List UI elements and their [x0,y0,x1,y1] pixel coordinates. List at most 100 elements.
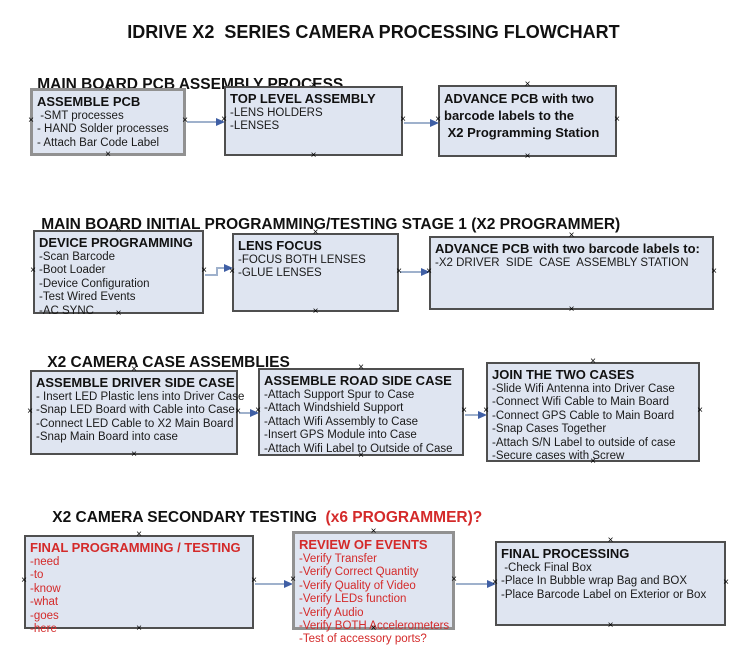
flow-box-assemble-pcb[interactable]: ASSEMBLE PCB -SMT processes - HAND Solde… [28,84,188,160]
connector-handle[interactable]: × [105,149,111,160]
connector-handle[interactable]: × [312,227,319,238]
step-item: -Attach Wifi Label to Outside of Case [264,442,453,455]
step-item: -Attach S/N Label to outside of case [492,436,676,449]
connector-handle[interactable]: × [607,620,614,631]
connector-handle[interactable]: × [451,573,457,585]
connector-handle[interactable]: × [182,115,188,126]
step-item: -Verify Audio [299,606,364,619]
step-item: -Verify BOTH Accelerometers [299,620,450,633]
connector-handle[interactable]: × [115,224,122,235]
step-item: -GLUE LENSES [238,267,322,280]
step-item: -AC SYNC [39,304,94,317]
connector-handle[interactable]: × [251,575,257,586]
connector-handle[interactable]: × [131,449,137,460]
connector-handle[interactable]: × [201,265,207,276]
flow-box-final-processing[interactable]: FINAL PROCESSING -Check Final Box -Place… [492,536,729,631]
step-item: -to [30,569,44,582]
step-item: -LENS HOLDERS [230,107,323,119]
section-header-initial-programming: MAIN BOARD INITIAL PROGRAMMING/TESTING S… [41,216,621,233]
flow-box-lens-focus[interactable]: LENS FOCUS -FOCUS BOTH LENSES -GLUE LENS… [229,228,402,317]
box-title: DEVICE PROGRAMMING [39,235,193,250]
connector-handle[interactable]: × [370,526,377,537]
flow-box-advance-pcb-driver-side-station[interactable]: ADVANCE PCB with two barcode labels to: … [426,231,717,315]
connector-handle[interactable]: × [27,405,33,417]
connector-handle[interactable]: × [524,79,531,90]
step-item: -Attach Support Spur to Case [264,389,415,401]
connector-handle[interactable]: × [229,265,235,277]
connector-handle[interactable]: × [221,114,227,125]
step-item: -Connect GPS Cable to Main Board [492,409,675,422]
connector-handle[interactable]: × [396,265,402,277]
box-title: REVIEW OF EVENTS [299,537,428,552]
step-item: -Connect LED Cable to X2 Main Board [36,417,234,430]
connector-handle[interactable]: × [255,405,261,416]
connector-handle[interactable]: × [607,535,614,546]
flow-box-assemble-road-side-case[interactable]: ASSEMBLE ROAD SIDE CASE -Attach Support … [255,363,467,461]
connector-handle[interactable]: × [310,80,317,91]
connector-handle[interactable]: × [358,362,364,373]
step-item: -Device Configuration [39,277,150,290]
connector-handle[interactable]: × [492,576,498,588]
step-item: -Secure cases with Screw [492,450,625,463]
step-item: -Test Wired Events [39,291,136,304]
flow-box-assemble-driver-side-case[interactable]: ASSEMBLE DRIVER SIDE CASE - Insert LED P… [27,365,244,460]
connector-handle[interactable]: × [400,114,406,125]
connector-handle[interactable]: × [105,83,111,94]
connector-handle[interactable]: × [290,573,296,585]
connector-handle[interactable]: × [483,405,489,416]
box-title: ASSEMBLE DRIVER SIDE CASE [36,375,235,390]
connector-handle[interactable]: × [358,450,364,461]
connector-handle[interactable]: × [435,114,441,125]
connector-handle[interactable]: × [461,405,467,416]
connector-handle[interactable]: × [524,151,531,162]
box-title: FINAL PROCESSING [501,546,630,561]
box-title: ASSEMBLE ROAD SIDE CASE [264,373,452,388]
step-item: -Verify LEDs function [299,593,407,606]
flow-arrow[interactable] [187,118,496,588]
connector-handle[interactable]: × [590,456,596,467]
step-item: -Connect Wifi Cable to Main Board [492,396,670,409]
connector-handle[interactable]: × [568,230,575,241]
step-item: -Snap Main Board into case [36,431,178,444]
connector-handle[interactable]: × [310,150,317,161]
connector-handle[interactable]: × [711,266,717,277]
section-header-red-note: (x6 PROGRAMMER)? [325,509,483,526]
flow-box-final-programming-testing[interactable]: FINAL PROGRAMMING / TESTING -need -to -k… [21,530,257,636]
flow-box-top-level-assembly[interactable]: TOP LEVEL ASSEMBLY -LENS HOLDERS -LENSES… [221,81,406,161]
connector-handle[interactable]: × [131,364,137,375]
connector-handle[interactable]: × [426,266,432,277]
step-item: -Attach Wifi Assembly to Case [264,415,419,428]
connector-handle[interactable]: × [590,356,596,367]
connector-handle[interactable]: × [697,405,703,416]
flow-box-device-programming[interactable]: DEVICE PROGRAMMING -Scan Barcode -Boot L… [30,225,207,319]
box-title: ASSEMBLE PCB [37,94,141,109]
connector-handle[interactable]: × [312,306,319,317]
step-item: -Insert GPS Module into Case [264,429,417,442]
step-item: -Test of accessory ports? [299,633,427,646]
step-item: -LENSES [230,120,280,133]
connector-handle[interactable]: × [568,304,575,315]
flow-box-join-the-two-cases[interactable]: JOIN THE TWO CASES -Slide Wifi Antenna i… [483,357,703,467]
connector-handle[interactable]: × [21,575,27,586]
step-item: -Snap LED Board with Cable into Case [36,404,235,417]
page-title: IDRIVE X2 SERIES CAMERA PROCESSING FLOWC… [127,22,620,42]
step-item: -Verify Correct Quantity [299,566,419,579]
step-item: -Place In Bubble wrap Bag and BOX [501,575,688,588]
connector-handle[interactable]: × [370,623,377,634]
step-item: - HAND Solder processes [37,123,169,136]
step-item: -Snap Cases Together [492,423,607,436]
connector-handle[interactable]: × [28,115,34,126]
connector-handle[interactable]: × [614,114,620,125]
step-item: - Attach Bar Code Label [37,136,160,149]
connector-handle[interactable]: × [723,576,729,588]
connector-handle[interactable]: × [136,529,142,540]
step-item: -Slide Wifi Antenna into Driver Case [492,383,675,395]
flow-box-advance-pcb-programming-station[interactable]: ADVANCE PCB with two barcode labels to t… [435,80,620,162]
step-item: -Attach Windshield Support [264,402,404,415]
connector-handle[interactable]: × [136,623,142,634]
connector-handle[interactable]: × [30,265,36,276]
flow-box-review-of-events[interactable]: REVIEW OF EVENTS -Verify Transfer -Verif… [290,527,457,646]
connector-handle[interactable]: × [115,308,122,319]
connector-handle[interactable]: × [235,405,241,417]
